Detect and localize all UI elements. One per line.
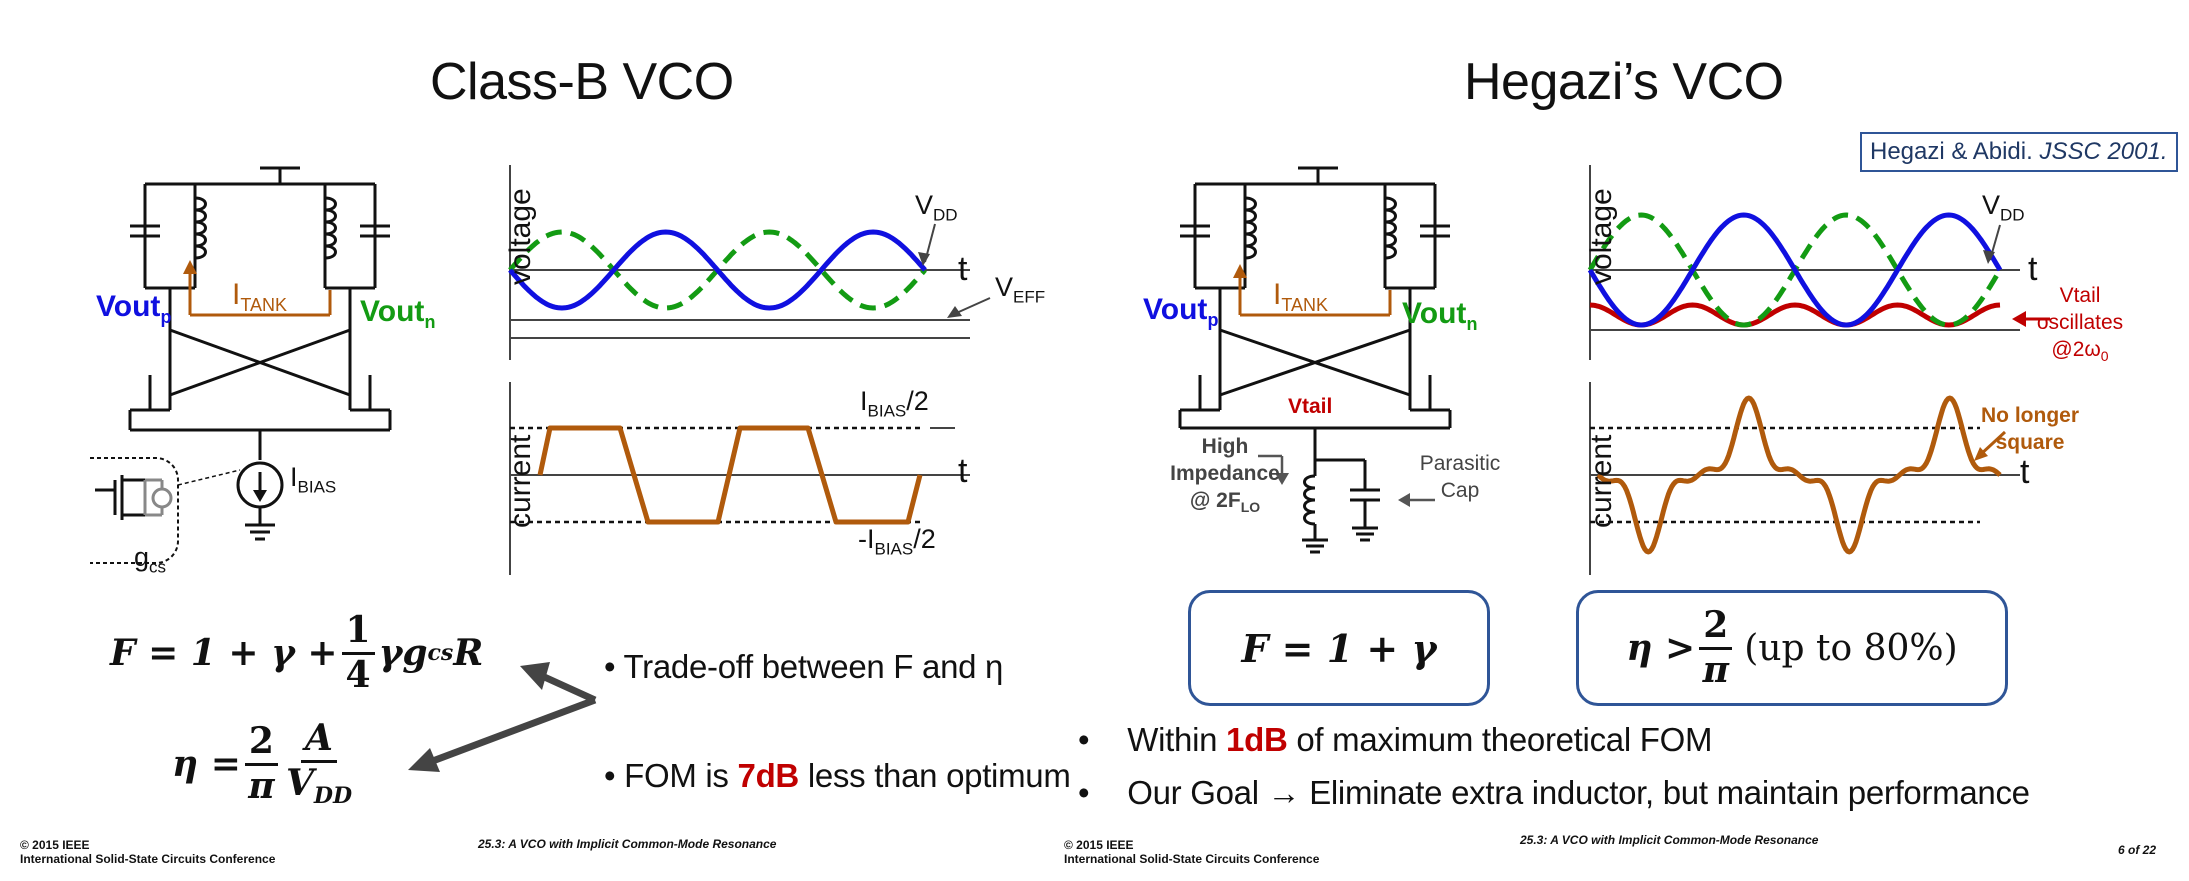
left-current-axis-label: current [504,434,537,528]
reference-box: Hegazi & Abidi. JSSC 2001. [1860,132,2178,172]
no-longer-square-note: No longer square [1981,404,2079,454]
right-t-voltage: t [2028,250,2038,288]
left-footer-paper: 25.3: A VCO with Implicit Common-Mode Re… [478,837,777,851]
right-noise-factor-box: F = 1 + γ [1188,590,1490,706]
left-bullet-tradeoff: • Trade-off between F and η [604,648,1004,685]
left-ibias-half-label: IBIAS/2 [860,386,929,421]
right-waveforms [1587,165,2050,575]
right-voltage-axis-label: voltage [1585,188,1618,285]
vtail-oscillates-note: Vtail oscillates @2ω0 [2036,284,2124,365]
right-vout-p-label: Voutp [1143,293,1219,330]
left-title: Class-B VCO [430,53,734,111]
page-number: 6 of 22 [2118,843,2157,857]
left-neg-ibias-half-label: -IBIAS/2 [858,524,936,559]
tradeoff-arrow [408,662,597,772]
reference-authors: Hegazi & Abidi. [1870,138,2040,165]
left-t-current: t [958,452,968,490]
high-impedance-note: High Impedance @ 2FLO [1170,435,1280,516]
left-bullet-fom: • FOM is 7dB less than optimum [604,757,1071,794]
left-vout-n-label: Voutn [360,295,436,332]
left-vout-p-label: Voutp [96,290,172,327]
right-vtail-node-label: Vtail [1288,395,1333,418]
left-schematic [90,166,392,564]
left-current-wave [537,425,923,525]
right-t-current: t [2020,453,2030,491]
left-vdd-label: VDD [915,190,958,225]
right-vdd-label: VDD [1982,190,2025,225]
left-voltage-axis-label: voltage [504,188,537,285]
left-voltage-vp-wave [508,229,927,311]
right-current-wave [1596,395,2002,555]
right-footer-paper: 25.3: A VCO with Implicit Common-Mode Re… [1520,833,1819,847]
right-voltage-vp-wave [1587,212,2003,328]
right-footer-copyright: © 2015 IEEE International Solid-State Ci… [1064,838,1320,866]
left-veff-label: VEFF [995,272,1046,307]
right-itank-label: ITANK [1273,278,1329,315]
right-current-axis-label: current [1585,434,1618,528]
reference-journal: JSSC 2001. [2039,138,2168,165]
right-bullet-1db: •Within 1dB of maximum theoretical FOM [1078,721,1713,758]
parasitic-cap-note: Parasitic Cap [1419,452,1501,502]
left-ibias-label: IBIAS [290,462,337,497]
right-schematic [1178,166,1452,554]
gcs-label: gcs [134,542,167,577]
right-vout-n-label: Voutn [1402,297,1478,334]
right-bullet-goal: •Our Goal → Eliminate extra inductor, bu… [1078,774,2030,811]
left-footer-copyright: © 2015 IEEE International Solid-State Ci… [20,838,276,866]
left-itank-label: ITANK [232,278,288,315]
left-t-voltage: t [958,250,968,288]
left-waveforms [508,165,991,575]
right-title: Hegazi’s VCO [1464,53,1784,111]
